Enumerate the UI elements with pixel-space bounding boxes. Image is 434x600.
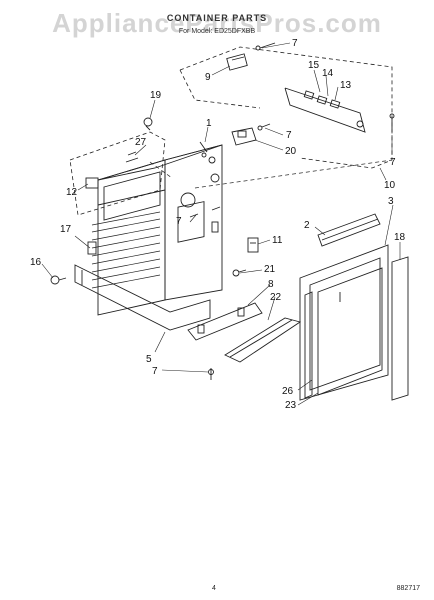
callout-7: 7 — [292, 38, 298, 49]
callout-7: 7 — [286, 130, 292, 141]
diagram-subtitle: For Model: ED25DFXBB — [178, 28, 256, 35]
callout-labels: 7 9 15 14 13 19 1 7 20 27 7 12 10 7 2 3 … — [30, 38, 406, 411]
cabinet-frame — [97, 144, 223, 316]
callout-7: 7 — [176, 216, 182, 227]
screw-part-27 — [125, 151, 139, 163]
hinge-group-dashed-box — [179, 46, 393, 169]
hinge-part-17 — [87, 241, 97, 255]
hinge-bar-part-13 — [284, 87, 366, 133]
hinge-bracket-part-9 — [226, 53, 248, 71]
callout-15: 15 — [308, 60, 320, 71]
callout-16: 16 — [30, 257, 42, 268]
leader-dashed-line — [149, 159, 393, 189]
callout-11: 11 — [272, 235, 283, 246]
callout-14: 14 — [322, 68, 334, 79]
clip-part-11 — [247, 237, 259, 253]
callout-12: 12 — [66, 187, 78, 198]
trim-part-2 — [317, 213, 381, 247]
side-group-dashed-box — [69, 131, 166, 216]
callout-1: 1 — [206, 118, 212, 129]
handle-part-22 — [224, 317, 302, 363]
door-panel-part-18 — [391, 256, 409, 401]
callout-20: 20 — [285, 146, 297, 157]
bracket-part-12 — [85, 177, 99, 189]
bracket-part-8 — [187, 302, 263, 341]
callout-9: 9 — [205, 72, 211, 83]
callout-22: 22 — [270, 292, 282, 303]
callout-2: 2 — [304, 220, 310, 231]
diagram-title: CONTAINER PARTS — [166, 13, 268, 23]
callout-23: 23 — [285, 400, 297, 411]
cabinet-side-ribs — [91, 211, 161, 289]
callout-17: 17 — [60, 224, 72, 235]
callout-27: 27 — [135, 137, 147, 148]
cabinet-base-rail-part-5 — [74, 264, 211, 331]
callout-7: 7 — [152, 366, 158, 377]
screw-part-21 — [232, 269, 247, 277]
callout-26: 26 — [282, 386, 294, 397]
callout-3: 3 — [388, 196, 394, 207]
watermark-logo: AppliancePartsPros.com — [52, 8, 382, 38]
screw-part-7-side — [189, 213, 199, 218]
screw-part-7-right — [389, 113, 395, 132]
door-liner-part-3 — [299, 244, 389, 401]
callout-8: 8 — [268, 279, 274, 290]
screw-part-16 — [50, 275, 67, 285]
screw-part-1 — [199, 141, 208, 158]
callout-21: 21 — [264, 264, 276, 275]
callout-10: 10 — [384, 180, 396, 191]
hinge-bracket-part-20 — [231, 127, 257, 146]
leader-lines — [41, 42, 401, 406]
callout-13: 13 — [340, 80, 352, 91]
screw-part-7-top — [255, 42, 276, 51]
callout-18: 18 — [394, 232, 406, 243]
gasket-seal-part-26 — [304, 291, 313, 399]
document-number: 882717 — [396, 585, 420, 592]
screw-part-19 — [143, 117, 153, 131]
callout-19: 19 — [150, 90, 162, 101]
door-gasket-part-23 — [317, 267, 383, 396]
callout-5: 5 — [146, 354, 152, 365]
callout-7: 7 — [390, 157, 396, 168]
screw-part-7-mid — [257, 123, 271, 131]
screw-bottom-part-7 — [208, 368, 214, 380]
page-number: 4 — [212, 585, 216, 592]
